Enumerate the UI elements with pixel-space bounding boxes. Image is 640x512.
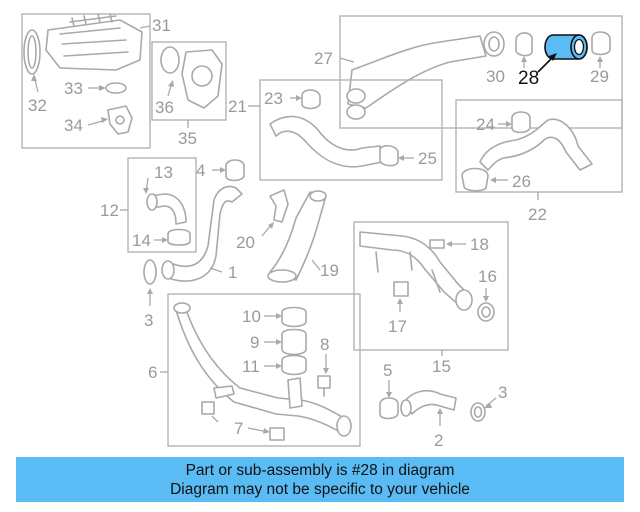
callout-29: 29 — [590, 67, 609, 86]
panel-35 — [151, 41, 227, 121]
callout-21: 21 — [228, 97, 247, 116]
charge-pipe-27-part — [347, 35, 487, 109]
panel-31 — [21, 13, 151, 149]
hose-2-part — [403, 389, 457, 415]
seal-16-part — [477, 302, 495, 322]
pipe-15-part — [359, 231, 471, 307]
clamp-24-part — [511, 111, 531, 134]
sensor-34-part — [107, 105, 133, 135]
callout-3-right: 3 — [498, 383, 507, 402]
panel-6 — [167, 293, 361, 447]
bolt-18-part — [429, 239, 445, 249]
clamp-5-part — [379, 397, 399, 420]
callout-2: 2 — [434, 431, 443, 450]
gasket-32-part — [23, 29, 41, 75]
bolt-8-part — [317, 375, 331, 389]
callout-8: 8 — [320, 335, 329, 354]
clamp-25-part — [379, 144, 399, 167]
banner-line-2: Diagram may not be specific to your vehi… — [170, 481, 470, 498]
throttle-body-part — [181, 49, 223, 109]
part-28-highlighted-hose — [544, 34, 588, 60]
clamp-29-part — [591, 31, 611, 56]
callout-35: 35 — [178, 129, 197, 148]
grommet-7a-part — [201, 401, 215, 415]
callout-16: 16 — [478, 267, 497, 286]
hose-1-part — [167, 185, 243, 282]
panel-12 — [127, 157, 197, 253]
callout-31: 31 — [152, 16, 171, 35]
clamp-14-part — [167, 228, 191, 246]
seal-part — [160, 46, 180, 74]
callout-6: 6 — [148, 363, 157, 382]
callout-32: 32 — [28, 96, 47, 115]
callout-4: 4 — [196, 161, 205, 180]
callout-13: 13 — [154, 163, 173, 182]
callout-30: 30 — [486, 67, 505, 86]
callout-22: 22 — [528, 205, 547, 224]
callout-15: 15 — [432, 357, 451, 376]
callout-12: 12 — [100, 201, 119, 220]
callout-14: 14 — [132, 231, 151, 250]
callout-34: 34 — [64, 116, 83, 135]
callout-5: 5 — [383, 361, 392, 380]
panel-15 — [353, 221, 509, 351]
callout-28: 28 — [518, 68, 539, 89]
callout-19: 19 — [320, 261, 339, 280]
clamp-26-part — [461, 167, 489, 192]
hose-21-part — [269, 115, 383, 168]
callout-26: 26 — [512, 172, 531, 191]
callout-33: 33 — [64, 79, 83, 98]
callout-10: 10 — [242, 307, 261, 326]
clamp-11-part — [281, 354, 307, 376]
callout-23: 23 — [264, 89, 283, 108]
callout-1: 1 — [228, 263, 237, 282]
callout-18: 18 — [470, 235, 489, 254]
hose-22-part — [479, 118, 593, 171]
grommet-17-part — [393, 281, 409, 297]
sleeve-9-part — [281, 328, 307, 356]
clamp-4-part — [225, 159, 245, 182]
o-ring-33-part — [105, 82, 127, 94]
callout-7: 7 — [234, 419, 243, 438]
hose-13-part — [149, 193, 187, 225]
callout-24: 24 — [476, 115, 495, 134]
callout-27: 27 — [314, 49, 333, 68]
panel-21 — [259, 79, 443, 181]
callout-17: 17 — [388, 317, 407, 336]
info-banner: Part or sub-assembly is #28 in diagram D… — [16, 457, 624, 502]
clamp-30-part — [515, 32, 533, 57]
callout-9: 9 — [250, 333, 259, 352]
panel-27 — [339, 15, 623, 129]
intake-manifold-part — [45, 19, 143, 71]
callout-11: 11 — [242, 357, 260, 376]
callout-25: 25 — [418, 149, 437, 168]
grommet-7b-part — [269, 427, 285, 441]
bracket-20-part — [269, 189, 289, 223]
gasket-3-left-part — [143, 259, 157, 285]
callout-3-left: 3 — [144, 311, 153, 330]
gasket-3-right-part — [470, 402, 486, 422]
parts-diagram: 31 32 33 34 36 35 27 28 30 29 23 — [21, 13, 623, 450]
callout-20: 20 — [236, 233, 255, 252]
banner-line-1: Part or sub-assembly is #28 in diagram — [185, 462, 455, 479]
callout-36: 36 — [155, 98, 174, 117]
panel-22 — [455, 99, 623, 193]
clamp-23-part — [301, 89, 321, 110]
clamp-10-part — [281, 306, 307, 328]
